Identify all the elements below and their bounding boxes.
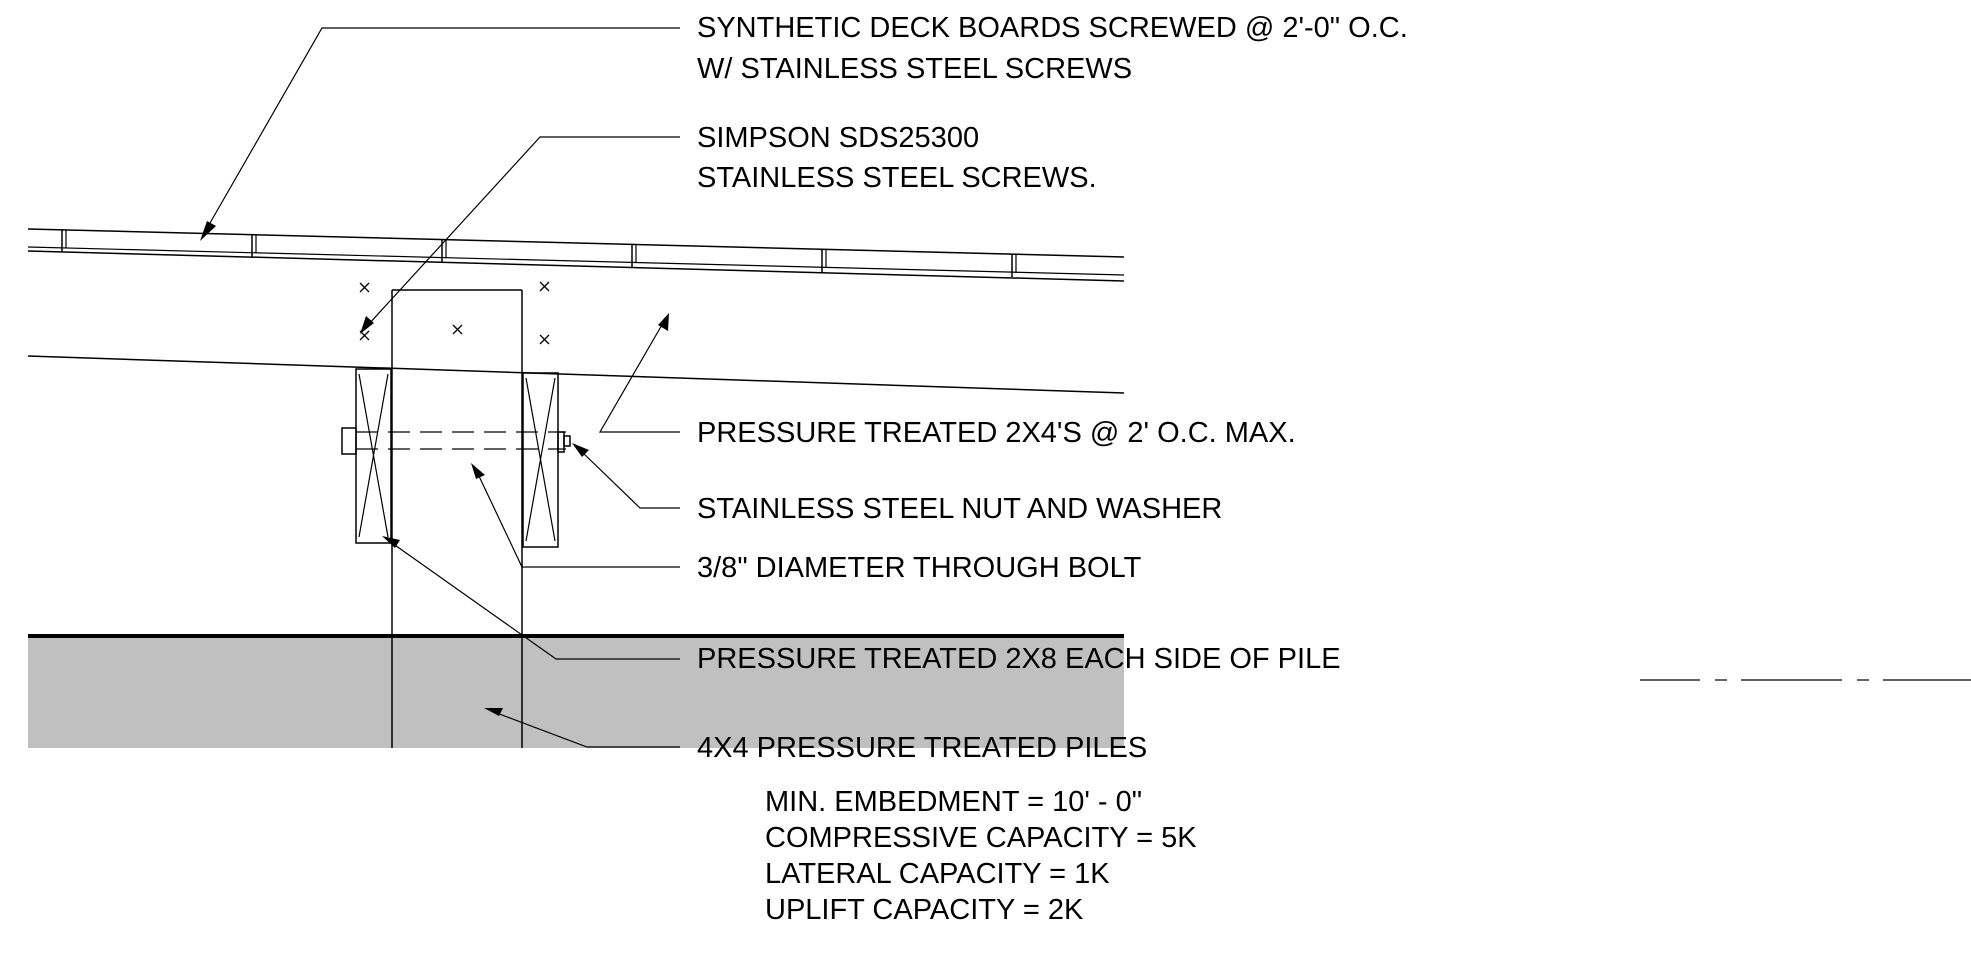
ground-fill <box>28 636 1124 748</box>
pile-spec-uplift: UPLIFT CAPACITY = 2K <box>765 894 1084 926</box>
nut-washer-note: STAINLESS STEEL NUT AND WASHER <box>697 493 1222 525</box>
through-bolt-note: 3/8" DIAMETER THROUGH BOLT <box>697 552 1142 584</box>
piles-note: 4X4 PRESSURE TREATED PILES <box>697 732 1147 764</box>
joists-note: PRESSURE TREATED 2X4'S @ 2' O.C. MAX. <box>697 417 1296 449</box>
pile-spec-lateral: LATERAL CAPACITY = 1K <box>765 858 1110 890</box>
joist-bottom-line <box>27 355 1125 394</box>
deck-boards <box>27 228 1125 282</box>
left-2x8-beam <box>355 368 392 544</box>
beam-note: PRESSURE TREATED 2X8 EACH SIDE OF PILE <box>697 643 1341 675</box>
deck-boards-note-line1: SYNTHETIC DECK BOARDS SCREWED @ 2'-0" O.… <box>697 12 1408 44</box>
screws-note-line2: STAINLESS STEEL SCREWS. <box>697 162 1097 194</box>
deck-boards-note-line2: W/ STAINLESS STEEL SCREWS <box>697 53 1132 85</box>
pile-spec-compressive: COMPRESSIVE CAPACITY = 5K <box>765 822 1197 854</box>
screw-marks <box>359 281 550 345</box>
right-2x8-beam <box>522 372 559 548</box>
leaders <box>200 27 680 748</box>
pile-spec-embedment: MIN. EMBEDMENT = 10' - 0" <box>765 786 1142 818</box>
pile <box>391 289 523 748</box>
through-bolt <box>341 427 571 455</box>
screws-note-line1: SIMPSON SDS25300 <box>697 122 979 154</box>
